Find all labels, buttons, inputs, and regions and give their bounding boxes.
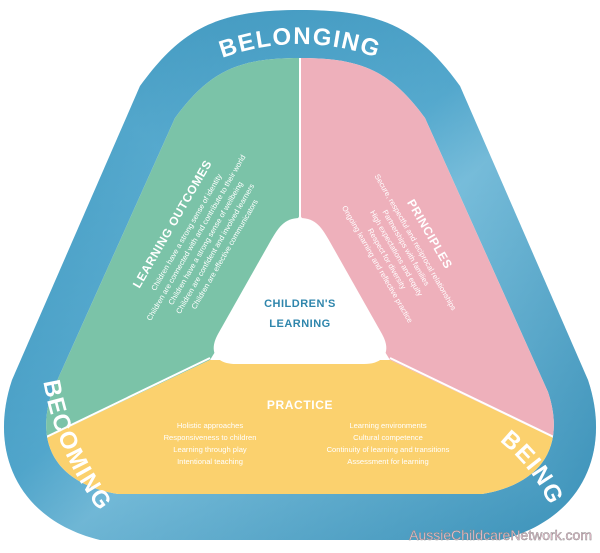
divider-left: [46, 357, 211, 441]
watermark: AussieChildcareNetwork.com: [409, 527, 592, 543]
divider-right: [389, 357, 554, 441]
practice-title: PRACTICE: [267, 398, 333, 412]
practice-left-list: Holistic approaches Responsiveness to ch…: [164, 421, 257, 466]
practice-item: Learning environments: [349, 421, 426, 430]
center-title-line2: LEARNING: [269, 318, 330, 330]
practice-item: Responsiveness to children: [164, 433, 257, 442]
practice-item: Continuity of learning and transitions: [327, 445, 450, 454]
center-triangle: [213, 218, 387, 364]
practice-item: Learning through play: [173, 445, 247, 454]
practice-item: Intentional teaching: [177, 457, 243, 466]
center-title-line1: CHILDREN'S: [264, 298, 336, 310]
practice-section: [46, 360, 554, 494]
practice-item: Holistic approaches: [177, 421, 243, 430]
practice-right-list: Learning environments Cultural competenc…: [327, 421, 450, 466]
practice-item: Cultural competence: [353, 433, 423, 442]
practice-item: Assessment for learning: [347, 457, 428, 466]
